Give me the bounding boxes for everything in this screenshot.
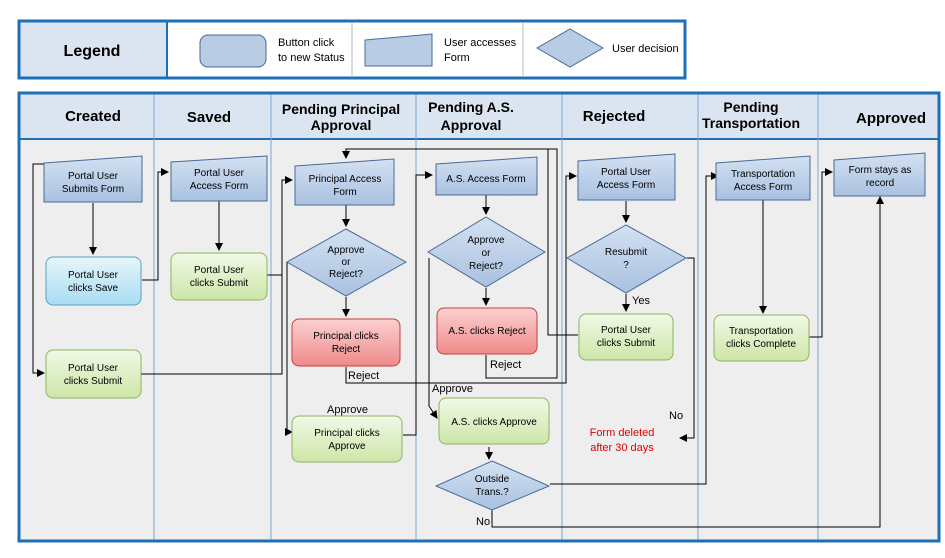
node-as-decision: Approve or Reject? <box>427 216 546 288</box>
lane-title-pending-transport-1: Pending <box>723 99 778 115</box>
node-principal-reject-l2: Reject <box>332 344 361 355</box>
edge-label-outside-no: No <box>476 516 490 528</box>
lane-title-pending-transport-2: Transportation <box>702 115 800 131</box>
node-rejected-form-l2: Access Form <box>597 180 655 191</box>
legend-decision-label: User decision <box>612 43 679 55</box>
node-principal-reject-l1: Principal clicks <box>313 331 379 342</box>
node-principal-decision-l1: Approve <box>327 245 365 256</box>
node-created-form-l2: Submits Form <box>62 184 124 195</box>
node-saved-form-l1: Portal User <box>194 168 245 179</box>
node-created-submit-l1: Portal User <box>68 363 119 374</box>
node-rejected-submit: Portal User clicks Submit <box>578 313 674 361</box>
node-as-outside-l1: Outside <box>475 474 510 485</box>
node-rejected-decision-l1: Resubmit <box>605 247 647 258</box>
lane-title-saved: Saved <box>187 109 231 126</box>
legend-button-label-1: Button click <box>278 37 335 49</box>
legend-title-cell <box>20 22 167 77</box>
node-transport-complete-l1: Transportation <box>729 326 793 337</box>
node-created-form-l1: Portal User <box>68 171 119 182</box>
node-as-form-l1: A.S. Access Form <box>446 174 525 185</box>
node-rejected-decision: Resubmit ? <box>565 224 688 294</box>
node-as-approve-l1: A.S. clicks Approve <box>451 417 537 428</box>
legend-form-swatch-icon <box>364 33 433 67</box>
node-saved-submit-l1: Portal User <box>194 265 245 276</box>
node-as-decision-l2: or <box>482 248 492 259</box>
legend-form-label-2: Form <box>444 52 470 64</box>
node-as-outside-l2: Trans.? <box>475 487 509 498</box>
node-saved-submit: Portal User clicks Submit <box>170 252 268 301</box>
node-approved-form-l1: Form stays as <box>849 165 912 176</box>
node-transport-complete: Transportation clicks Complete <box>713 314 810 362</box>
lane-title-pending-principal-2: Approval <box>311 117 372 133</box>
deletion-note-l2: after 30 days <box>590 442 654 454</box>
node-as-decision-l3: Reject? <box>469 261 503 272</box>
lane-title-rejected: Rejected <box>583 108 646 125</box>
node-rejected-submit-l1: Portal User <box>601 325 652 336</box>
legend-decision-swatch-icon <box>535 28 605 68</box>
legend: Legend Button click to new Status User a… <box>17 19 687 80</box>
node-as-form: A.S. Access Form <box>435 156 538 196</box>
deletion-note-l1: Form deleted <box>590 427 655 439</box>
lane-title-approved: Approved <box>856 110 926 127</box>
node-rejected-submit-l2: clicks Submit <box>597 338 656 349</box>
lane-title-pending-as-2: Approval <box>441 117 502 133</box>
node-transport-form-l1: Transportation <box>731 169 795 180</box>
edge-label-principal-reject: Reject <box>348 370 379 382</box>
node-created-save: Portal User clicks Save <box>45 256 142 306</box>
node-saved-form: Portal User Access Form <box>170 155 268 202</box>
edge-label-resubmit-yes: Yes <box>632 295 650 307</box>
node-saved-form-l2: Access Form <box>190 181 248 192</box>
node-approved-form: Form stays as record <box>833 152 926 197</box>
node-created-submit: Portal User clicks Submit <box>45 349 142 399</box>
edge-label-resubmit-no: No <box>669 410 683 422</box>
node-rejected-form: Portal User Access Form <box>577 153 676 201</box>
node-created-save-l2: clicks Save <box>68 283 118 294</box>
connectors <box>32 148 884 528</box>
node-principal-decision-l2: or <box>342 257 352 268</box>
node-as-reject: A.S. clicks Reject <box>436 307 538 355</box>
edge-label-as-reject: Reject <box>490 359 521 371</box>
node-principal-form-l1: Principal Access <box>309 174 382 185</box>
deletion-note: Form deleted after 30 days <box>590 427 655 454</box>
node-principal-decision: Approve or Reject? <box>285 228 408 297</box>
node-as-approve: A.S. clicks Approve <box>438 397 550 445</box>
node-principal-approve-l1: Principal clicks <box>314 428 380 439</box>
node-transport-complete-l2: clicks Complete <box>726 339 796 350</box>
node-principal-approve: Principal clicks Approve <box>291 415 403 463</box>
node-transport-form: Transportation Access Form <box>715 155 811 201</box>
legend-form-label-1: User accesses <box>444 37 517 49</box>
legend-title: Legend <box>64 43 121 60</box>
node-as-outside-decision: Outside Trans.? <box>434 460 551 511</box>
node-as-reject-l1: A.S. clicks Reject <box>448 326 525 337</box>
node-created-form: Portal User Submits Form <box>43 155 143 203</box>
node-transport-form-l2: Access Form <box>734 182 792 193</box>
lane-header-row <box>19 93 939 139</box>
edge-label-as-approve: Approve <box>432 383 473 395</box>
node-as-decision-l1: Approve <box>467 235 505 246</box>
legend-button-label-2: to new Status <box>278 52 345 64</box>
lane-title-created: Created <box>65 108 121 125</box>
node-principal-reject: Principal clicks Reject <box>291 318 401 367</box>
lane-title-pending-principal-1: Pending Principal <box>282 101 400 117</box>
node-approved-form-l2: record <box>866 178 894 189</box>
node-principal-form: Principal Access Form <box>294 158 395 206</box>
node-created-submit-l2: clicks Submit <box>64 376 123 387</box>
node-principal-form-l2: Form <box>333 187 356 198</box>
node-saved-submit-l2: clicks Submit <box>190 278 249 289</box>
lane-titles: Created Saved Pending Principal Approval… <box>65 99 926 133</box>
lane-title-pending-as-1: Pending A.S. <box>428 99 514 115</box>
node-principal-approve-l2: Approve <box>328 441 366 452</box>
legend-button-swatch-icon <box>199 34 267 68</box>
edge-label-principal-approve: Approve <box>327 404 368 416</box>
node-principal-decision-l3: Reject? <box>329 269 363 280</box>
node-created-save-l1: Portal User <box>68 270 119 281</box>
node-rejected-decision-l2: ? <box>623 260 629 271</box>
node-rejected-form-l1: Portal User <box>601 167 652 178</box>
